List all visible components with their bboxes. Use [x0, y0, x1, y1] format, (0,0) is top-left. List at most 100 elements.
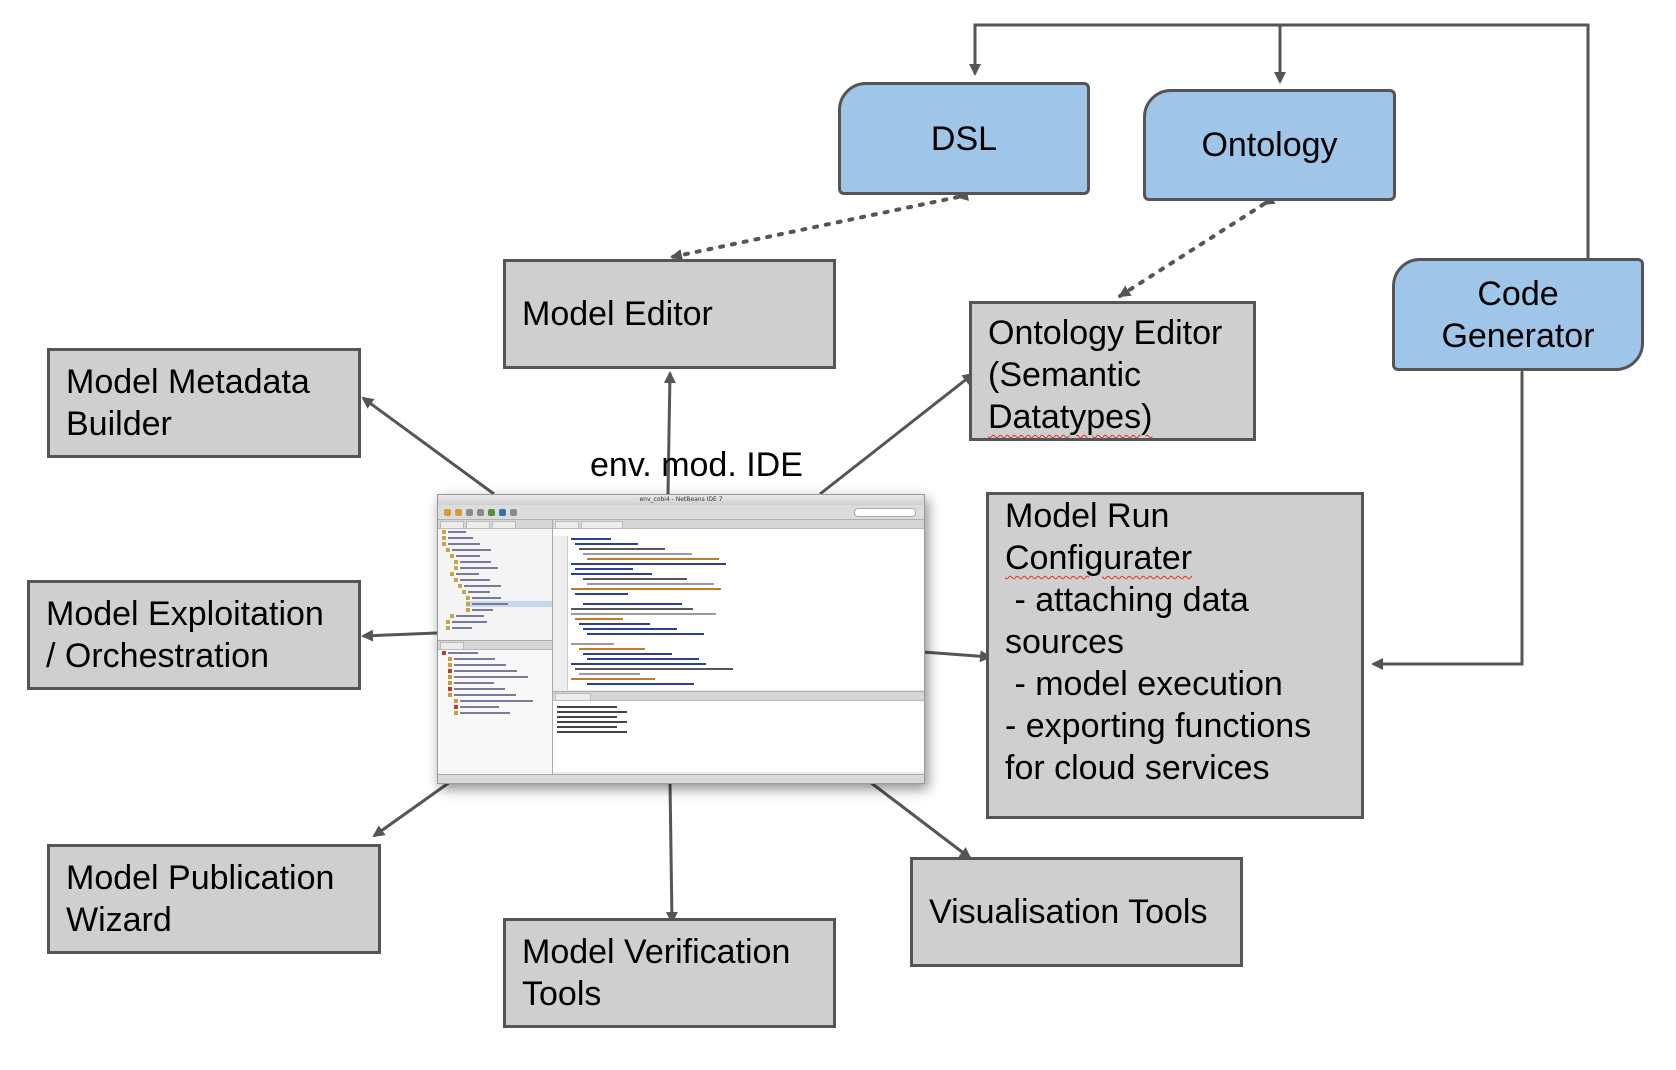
ide-navigator-text [454, 694, 516, 696]
ide-toolbar-icon [499, 508, 506, 516]
ide-navigator-text [454, 664, 506, 666]
ide-code-line [587, 558, 719, 560]
ide-toolbar-icon [455, 508, 462, 516]
ontology-editor-line-1: Ontology Editor [988, 314, 1223, 352]
ide-tree-text [452, 627, 472, 629]
ide-editor [553, 520, 924, 690]
ide-code-line [587, 633, 704, 635]
ide-toolbar-icon [488, 508, 495, 516]
ide-tree-row [450, 571, 552, 577]
ide-code-line [571, 613, 716, 615]
ide-code-line [571, 643, 614, 645]
ide-tab [555, 693, 591, 701]
ide-tree-text [472, 597, 501, 599]
ide-output-line [557, 711, 627, 713]
member-icon [448, 657, 452, 661]
ide-code-line [579, 673, 640, 675]
ide-tree-row [442, 529, 552, 535]
ide-tree-row [446, 625, 552, 631]
ide-code-line [575, 618, 623, 620]
ide-titlebar: env_cobi4 - NetBeans IDE 7 [438, 495, 924, 505]
ide-to-verification-tools-arrow [665, 781, 678, 924]
ontology-label: Ontology [1201, 126, 1338, 164]
ide-to-exploitation-arrow [361, 629, 438, 642]
model-exploitation-node: Model Exploitation / Orchestration [27, 580, 361, 690]
ide-code-line [571, 663, 706, 665]
ide-editor-tabs [553, 520, 924, 529]
ide-code-line [587, 583, 714, 585]
publication-wizard-line-2: Wizard [66, 901, 172, 939]
ide-tree-row [454, 559, 552, 565]
ide-navigator-row [442, 650, 552, 656]
ontology-node: Ontology [1143, 89, 1396, 201]
ide-tree-text [460, 579, 490, 581]
ontology-editor-node: Ontology Editor (Semantic Datatypes) [969, 301, 1256, 441]
ide-code-line [575, 668, 733, 670]
ontology-editor-line-2: (Semantic [988, 356, 1142, 394]
model-metadata-builder-line-2: Builder [66, 405, 172, 443]
ide-line-gutter [553, 536, 568, 690]
folder-icon [450, 572, 454, 576]
ide-tree-row [450, 613, 552, 619]
ide-code-line [571, 588, 721, 590]
run-configurater-line-5: - model execution [1005, 665, 1283, 703]
ide-tree-row [446, 547, 552, 553]
folder-icon [446, 620, 450, 624]
folder-icon [446, 548, 450, 552]
ide-to-ontology-editor-arrow [819, 372, 975, 496]
member-icon [448, 663, 452, 667]
ide-search-box [854, 507, 916, 517]
ontology-ontology-editor-dotted-arrow [1118, 193, 1276, 298]
ide-code-line [575, 568, 633, 570]
ide-code-line [583, 603, 682, 605]
ide-tab [440, 521, 464, 529]
ide-code-line [575, 593, 628, 595]
code-generator-label-line-2: Generator [1441, 316, 1595, 355]
ide-navigator-tabs [438, 641, 552, 650]
run-configurater-line-3: - attaching data [1005, 581, 1249, 619]
model-run-configurater-node: Model Run Configurater - attaching data … [986, 492, 1364, 819]
ide-tree-row [442, 541, 552, 547]
ide-to-run-configurater-arrow [922, 650, 992, 663]
folder-icon [446, 626, 450, 630]
ide-navigator-text [454, 688, 505, 690]
ide-navigator-row [448, 680, 552, 686]
ide-output-tabs [553, 692, 924, 701]
ide-to-publication-wizard-arrow [372, 780, 451, 838]
ide-toolbar-icon [444, 508, 451, 516]
ide-toolbar-icon [477, 508, 484, 516]
folder-icon [450, 614, 454, 618]
ide-code-line [571, 608, 693, 610]
verification-tools-line-1: Model Verification [522, 933, 791, 971]
ide-output-line [557, 731, 627, 733]
model-editor-label: Model Editor [522, 295, 713, 333]
ide-tree-text [460, 567, 498, 569]
folder-icon [454, 578, 458, 582]
ide-navigator-row [454, 704, 552, 710]
verification-tools-line-2: Tools [522, 975, 602, 1013]
ide-code-line [579, 623, 650, 625]
ide-tree-text [456, 615, 484, 617]
ide-output-line [557, 706, 617, 708]
ide-code-line [579, 548, 665, 550]
ide-navigator-row [454, 698, 552, 704]
folder-icon [466, 602, 470, 606]
folder-icon [450, 554, 454, 558]
ide-tab [466, 521, 490, 529]
visualisation-tools-label: Visualisation Tools [929, 893, 1208, 931]
member-icon [448, 693, 452, 697]
ide-project-tree [438, 529, 552, 631]
ide-tree-row [450, 553, 552, 559]
ide-navigator-text [454, 676, 528, 678]
ide-navigator-text [454, 670, 517, 672]
ide-tree-text [468, 591, 490, 593]
ide-output-line [557, 726, 617, 728]
run-configurater-line-2: Configurater [1005, 539, 1193, 577]
ide-toolbar-icon [466, 508, 473, 516]
ide-navigator-text [460, 700, 533, 702]
run-configurater-line-1: Model Run [1005, 497, 1170, 535]
ide-tree-text [452, 549, 491, 551]
ide-tree-text [448, 531, 466, 533]
ontology-editor-line-3: Datatypes) [988, 398, 1153, 436]
model-exploitation-line-1: Model Exploitation [46, 595, 324, 633]
